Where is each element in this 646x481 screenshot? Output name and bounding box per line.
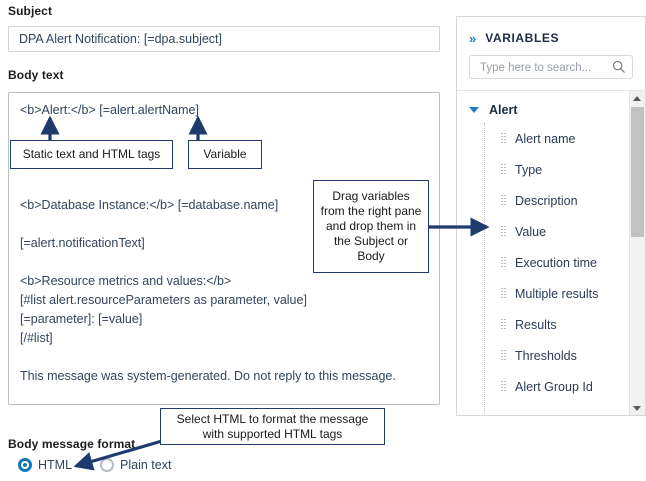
tree-rail	[484, 123, 485, 413]
variable-item[interactable]: Description	[457, 185, 645, 216]
variables-search-box[interactable]	[469, 55, 633, 80]
variable-item[interactable]: Value	[457, 216, 645, 247]
body-text-label: Body text	[8, 68, 64, 82]
scroll-down-arrow-icon[interactable]	[633, 406, 641, 411]
drag-handle-icon[interactable]	[501, 256, 508, 269]
subject-label: Subject	[8, 4, 53, 18]
variables-group-label: Alert	[489, 103, 518, 117]
drag-handle-icon[interactable]	[501, 349, 508, 362]
variables-panel-header: » VARIABLES	[457, 17, 645, 91]
caret-down-icon[interactable]	[469, 107, 479, 113]
callout-variable: Variable	[188, 140, 262, 169]
body-message-format-radio-group: HTML Plain text	[18, 458, 171, 472]
radio-option-plain-text[interactable]: Plain text	[100, 458, 171, 472]
variables-search-input[interactable]	[478, 56, 608, 80]
drag-handle-icon[interactable]	[501, 380, 508, 393]
drag-handle-icon[interactable]	[501, 163, 508, 176]
callout-static-text: Static text and HTML tags	[10, 140, 173, 169]
variable-item-label: Value	[515, 224, 547, 239]
variables-title-row: » VARIABLES	[469, 31, 559, 45]
chevron-double-right-icon[interactable]: »	[469, 30, 477, 46]
radio-mark-html-icon[interactable]	[18, 458, 32, 472]
variable-item-label: Description	[515, 193, 578, 208]
radio-mark-plain-text-icon[interactable]	[100, 458, 115, 472]
variable-item[interactable]: Thresholds	[457, 340, 645, 371]
scrollbar-thumb[interactable]	[631, 107, 644, 237]
variable-item-label: Alert Group Id	[515, 379, 593, 394]
drag-handle-icon[interactable]	[501, 318, 508, 331]
variable-item[interactable]: Results	[457, 309, 645, 340]
callout-select-html: Select HTML to format the message with s…	[160, 408, 385, 445]
search-icon[interactable]	[612, 60, 626, 74]
variables-panel: » VARIABLES Alert Alert nameTypeDescript…	[456, 16, 646, 416]
variable-item-label: Thresholds	[515, 348, 577, 363]
variable-item-label: Alert name	[515, 131, 576, 146]
radio-option-html[interactable]: HTML	[18, 458, 72, 472]
drag-handle-icon[interactable]	[501, 225, 508, 238]
body-message-format-label: Body message format	[8, 437, 136, 451]
callout-drag-variables: Drag variables from the right pane and d…	[313, 180, 429, 273]
variable-item[interactable]: Type	[457, 154, 645, 185]
variable-item-label: Type	[515, 162, 543, 177]
variable-item[interactable]: Execution time	[457, 247, 645, 278]
variable-item-label: Multiple results	[515, 286, 599, 301]
variable-item[interactable]: Alert name	[457, 123, 645, 154]
body-text-content[interactable]: <b>Alert:</b> [=alert.alertName] <b>Data…	[20, 103, 396, 383]
variable-item-label: Results	[515, 317, 557, 332]
variable-item-label: Execution time	[515, 255, 597, 270]
scroll-up-arrow-icon[interactable]	[633, 96, 641, 101]
radio-label-plain-text: Plain text	[120, 458, 172, 472]
variables-group-alert[interactable]: Alert	[469, 103, 517, 117]
variable-item[interactable]: Multiple results	[457, 278, 645, 309]
drag-handle-icon[interactable]	[501, 194, 508, 207]
variable-item[interactable]: Alert Group Id	[457, 371, 645, 402]
variables-panel-title: VARIABLES	[485, 31, 560, 45]
drag-handle-icon[interactable]	[501, 287, 508, 300]
subject-input[interactable]	[8, 26, 440, 52]
drag-handle-icon[interactable]	[501, 132, 508, 145]
radio-label-html: HTML	[38, 458, 73, 472]
variables-scrollbar[interactable]	[629, 91, 645, 415]
